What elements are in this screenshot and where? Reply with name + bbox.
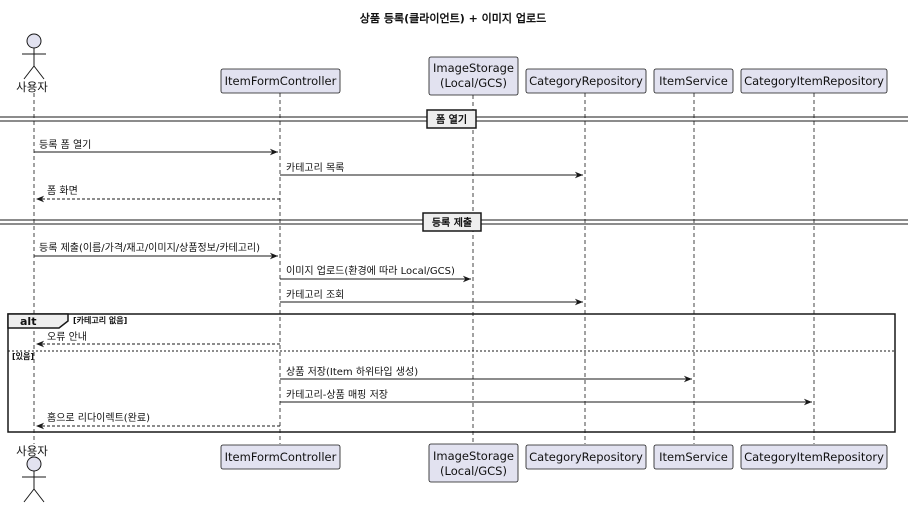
diagram-title: 상품 등록(클라이언트) + 이미지 업로드	[360, 11, 546, 25]
section-submit: 등록 제출	[0, 212, 908, 232]
actor-label-bottom: 사용자	[16, 444, 48, 458]
participant-controller-top: ItemFormController	[225, 74, 337, 88]
msg-image-upload: 이미지 업로드(환경에 따라 Local/GCS)	[286, 264, 455, 277]
alt-cond-missing: [카테고리 없음]	[73, 315, 127, 325]
participant-controller-bottom: ItemFormController	[225, 450, 337, 464]
msg-category-lookup: 카테고리 조회	[286, 289, 344, 301]
section-submit-label: 등록 제출	[432, 216, 472, 229]
actor-user-top	[22, 33, 46, 80]
actor-user-bottom	[22, 456, 46, 503]
alt-keyword: alt	[20, 315, 36, 328]
actor-label-top: 사용자	[16, 80, 48, 94]
msg-save-item: 상품 저장(Item 하위타입 생성)	[286, 365, 418, 378]
participant-storage-top-line1: ImageStorage	[433, 61, 514, 75]
msg-save-mapping: 카테고리-상품 매핑 저장	[286, 389, 388, 401]
participant-category-item-repo-top: CategoryItemRepository	[744, 74, 884, 88]
section-open-label: 폼 열기	[436, 113, 467, 126]
participant-item-service-bottom: ItemService	[659, 450, 728, 464]
participant-storage-bottom-line2: (Local/GCS)	[440, 464, 507, 478]
participants-top: ItemFormController ImageStorage (Local/G…	[220, 56, 888, 96]
section-open: 폼 열기	[0, 109, 908, 129]
msg-category-list: 카테고리 목록	[286, 162, 344, 174]
msg-form-screen: 폼 화면	[47, 185, 78, 197]
messages-submit: 등록 제출(이름/가격/재고/이미지/상품정보/카테고리) 이미지 업로드(환경…	[34, 241, 583, 306]
alt-cond-exists: [있음]	[12, 351, 34, 361]
participant-storage-bottom-line1: ImageStorage	[433, 449, 514, 463]
msg-redirect-home: 홈으로 리다이렉트(완료)	[47, 411, 150, 424]
participant-item-service-top: ItemService	[659, 74, 728, 88]
participant-category-item-repo-bottom: CategoryItemRepository	[744, 450, 884, 464]
messages-open: 등록 폼 열기 카테고리 목록 폼 화면	[34, 139, 583, 203]
msg-submit: 등록 제출(이름/가격/재고/이미지/상품정보/카테고리)	[39, 241, 260, 254]
lifelines	[33, 93, 815, 444]
msg-open-form: 등록 폼 열기	[39, 139, 91, 151]
participant-category-repo-bottom: CategoryRepository	[529, 450, 643, 464]
msg-error-notice: 오류 안내	[47, 331, 87, 343]
participants-bottom: ItemFormController ImageStorage (Local/G…	[220, 443, 888, 483]
alt-fragment: alt [카테고리 없음] 오류 안내 [있음] 상품 저장(Item 하위타입…	[7, 313, 896, 433]
participant-storage-top-line2: (Local/GCS)	[440, 76, 507, 90]
participant-category-repo-top: CategoryRepository	[529, 74, 643, 88]
